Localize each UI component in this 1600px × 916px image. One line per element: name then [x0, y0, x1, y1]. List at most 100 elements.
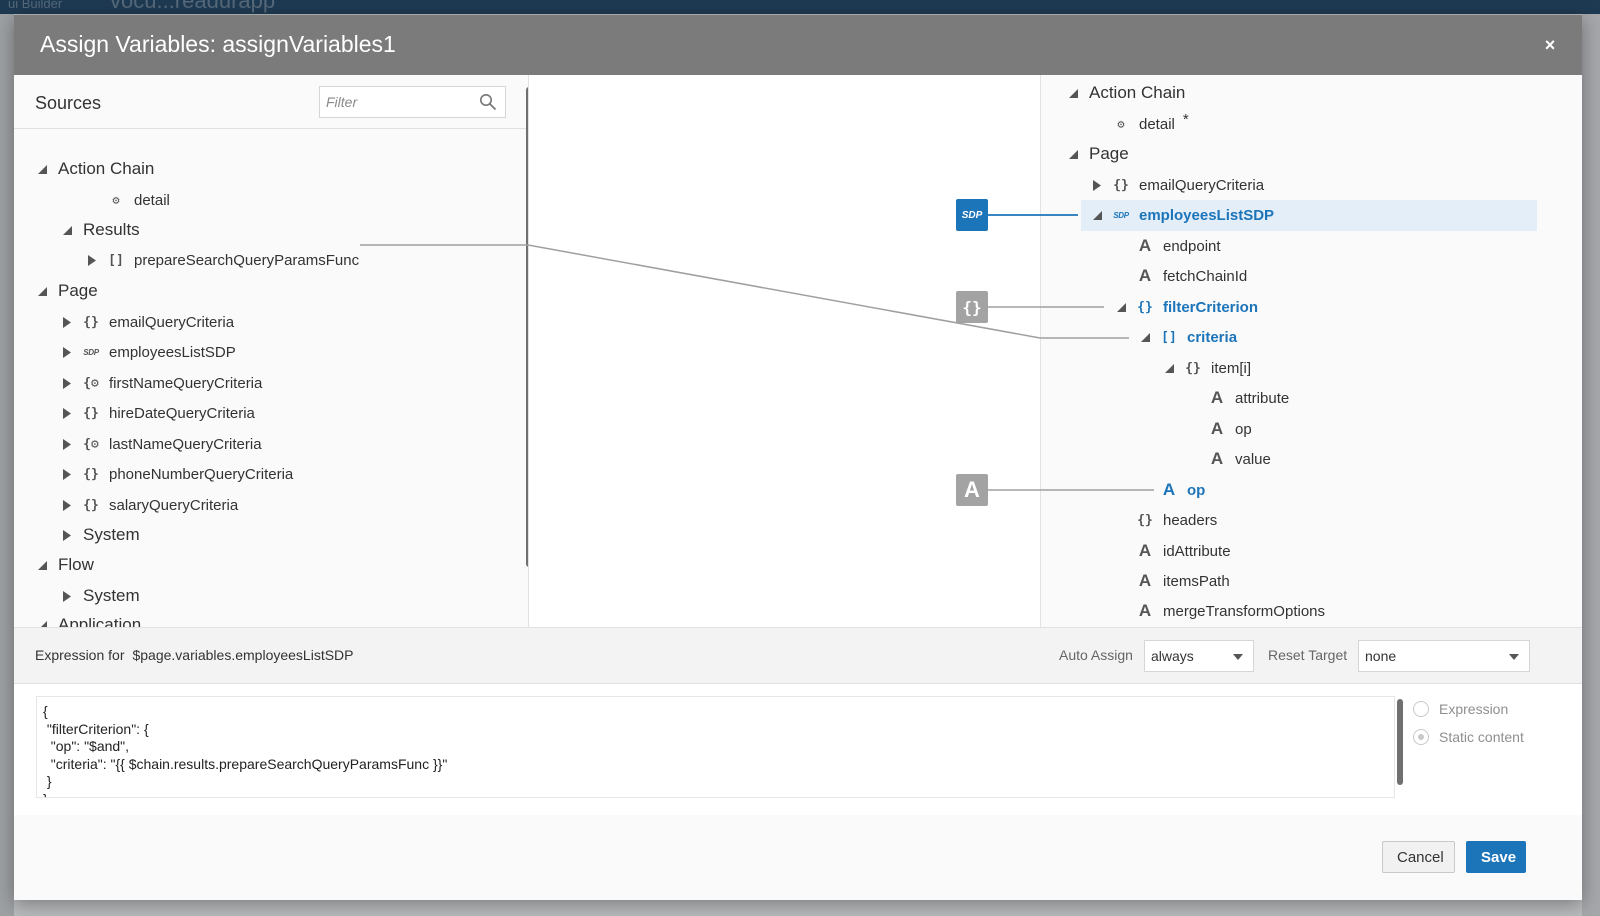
source-tree-item[interactable]: []prepareSearchQueryParamsFunc: [86, 248, 359, 272]
expanded-triangle-icon[interactable]: [1091, 209, 1103, 221]
filter-field[interactable]: [319, 86, 506, 118]
expanded-triangle-icon[interactable]: [1067, 87, 1079, 99]
source-tree-label: Application: [58, 615, 142, 627]
target-tree-label: detail: [1139, 115, 1175, 133]
collapsed-triangle-icon[interactable]: [61, 499, 73, 511]
source-tree-item[interactable]: {}emailQueryCriteria: [61, 310, 234, 334]
expanded-triangle-icon[interactable]: [1067, 148, 1079, 160]
collapsed-triangle-icon[interactable]: [61, 590, 73, 602]
reset-target-select[interactable]: none: [1358, 640, 1530, 672]
target-tree-label: endpoint: [1163, 237, 1221, 255]
sources-scrollbar[interactable]: [526, 87, 528, 567]
search-icon[interactable]: [479, 93, 497, 111]
target-tree-label: Action Chain: [1089, 83, 1186, 102]
expanded-triangle-icon[interactable]: [36, 285, 48, 297]
radio-expression[interactable]: Expression: [1413, 698, 1508, 720]
source-tree-item[interactable]: System: [61, 523, 140, 547]
cancel-button[interactable]: Cancel: [1382, 841, 1455, 873]
collapsed-triangle-icon[interactable]: [86, 254, 98, 266]
auto-assign-select[interactable]: always: [1144, 640, 1254, 672]
collapsed-triangle-icon[interactable]: [61, 346, 73, 358]
tree-spacer: [1187, 423, 1199, 435]
background-topbar: ui Builder vocu...readurapp: [0, 0, 1600, 14]
source-tree-item[interactable]: {} phoneNumberQueryCriteria: [61, 462, 293, 486]
source-tree-item[interactable]: {}salaryQueryCriteria: [61, 493, 238, 517]
collapsed-triangle-icon[interactable]: [61, 407, 73, 419]
source-tree-label: phoneNumberQueryCriteria: [109, 465, 294, 483]
source-tree-label: detail: [134, 191, 170, 209]
source-tree-item[interactable]: Application: [36, 613, 141, 627]
target-tree-label: op: [1235, 420, 1252, 438]
string-icon: A: [1138, 266, 1152, 285]
radio-static-content[interactable]: Static content: [1413, 726, 1524, 748]
string-icon: A: [1210, 449, 1224, 468]
collapsed-triangle-icon[interactable]: [61, 468, 73, 480]
expanded-triangle-icon[interactable]: [36, 619, 48, 627]
expanded-triangle-icon[interactable]: [36, 559, 48, 571]
target-tree-label: filterCriterion: [1163, 298, 1259, 316]
target-pane: Action Chain⚙detail*Page{}emailQueryCrit…: [1040, 75, 1582, 627]
target-tree-label: op: [1187, 481, 1206, 499]
collapsed-triangle-icon[interactable]: [1091, 179, 1103, 191]
target-tree-item[interactable]: []criteria: [1139, 325, 1237, 349]
source-tree-item[interactable]: Page: [36, 279, 98, 303]
collapsed-triangle-icon[interactable]: [61, 529, 73, 541]
expression-editor[interactable]: { "filterCriterion": { "op": "$and", "cr…: [36, 696, 1395, 798]
expanded-triangle-icon[interactable]: [1163, 362, 1175, 374]
source-tree-item[interactable]: {⚙firstNameQueryCriteria: [61, 371, 262, 395]
target-tree-item[interactable]: {}item[i]: [1163, 356, 1251, 380]
string-marker[interactable]: A: [956, 474, 988, 506]
target-tree-item[interactable]: ⚙detail*: [1091, 111, 1188, 136]
expanded-triangle-icon[interactable]: [61, 224, 73, 236]
target-tree-label: idAttribute: [1163, 542, 1231, 560]
expanded-triangle-icon[interactable]: [36, 163, 48, 175]
target-tree-item[interactable]: {}emailQueryCriteria: [1091, 173, 1264, 197]
sdp-marker[interactable]: SDP: [956, 199, 988, 231]
gear-icon: ⚙: [1117, 117, 1125, 131]
source-tree-item[interactable]: Results: [61, 218, 140, 242]
target-tree-item[interactable]: Action Chain: [1067, 81, 1185, 105]
editor-scrollbar[interactable]: [1397, 699, 1403, 785]
object-marker[interactable]: {}: [956, 291, 988, 323]
collapsed-triangle-icon[interactable]: [61, 377, 73, 389]
collapsed-triangle-icon[interactable]: [61, 316, 73, 328]
radio-expression-circle[interactable]: [1413, 701, 1429, 717]
object-icon: {}: [83, 466, 99, 482]
code-line: "filterCriterion": {: [43, 720, 149, 737]
source-tree-label: System: [83, 586, 140, 605]
source-tree-item[interactable]: System: [61, 584, 140, 608]
source-tree-item[interactable]: Action Chain: [36, 157, 154, 181]
source-tree-item[interactable]: Flow: [36, 553, 94, 577]
target-tree-item[interactable]: {}filterCriterion: [1115, 295, 1258, 319]
target-tree-item[interactable]: {}headers: [1115, 508, 1217, 532]
source-tree-item[interactable]: ⚙detail: [86, 188, 170, 212]
source-tree-item[interactable]: {⚙lastNameQueryCriteria: [61, 432, 262, 456]
source-tree-label: Flow: [58, 555, 94, 574]
object-gear-icon: {⚙: [83, 375, 99, 391]
code-line: }: [43, 773, 52, 789]
source-tree-label: System: [83, 525, 140, 544]
close-icon[interactable]: ×: [1544, 35, 1556, 55]
filter-input[interactable]: [320, 87, 470, 117]
target-tree-label: attribute: [1235, 389, 1290, 407]
collapsed-triangle-icon[interactable]: [61, 438, 73, 450]
expanded-triangle-icon[interactable]: [1115, 301, 1127, 313]
expression-bar: Expression for$page.variables.employeesL…: [14, 627, 1582, 684]
expanded-triangle-icon[interactable]: [1139, 331, 1151, 343]
object-icon: {}: [1113, 177, 1129, 193]
source-tree-item[interactable]: {}hireDateQueryCriteria: [61, 401, 255, 425]
save-button[interactable]: Save: [1466, 841, 1526, 873]
target-tree-item[interactable]: Page: [1067, 142, 1129, 166]
radio-static-circle[interactable]: [1413, 729, 1429, 745]
